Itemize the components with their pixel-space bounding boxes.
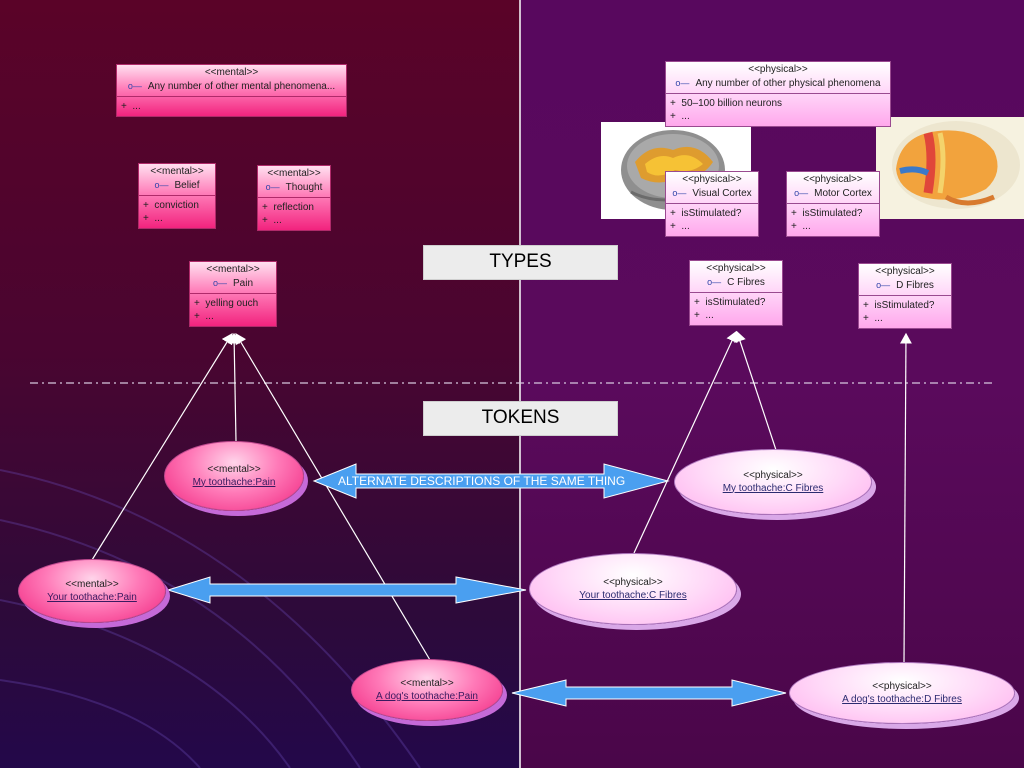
class-thought[interactable]: <<mental>> o—Thought reflection...	[257, 165, 331, 231]
token-dog-toothache-pain[interactable]: <<mental>> A dog's toothache:Pain	[351, 659, 503, 721]
interface-lollipop-icon: o—	[127, 81, 142, 91]
token-my-toothache-pain[interactable]: <<mental>> My toothache:Pain	[164, 441, 304, 511]
token-your-toothache-pain[interactable]: <<mental>> Your toothache:Pain	[18, 559, 166, 623]
token-my-toothache-c-fibres[interactable]: <<physical>> My toothache:C Fibres	[674, 449, 872, 515]
alternate-arrow-2	[166, 576, 527, 604]
interface-lollipop-icon: o—	[794, 188, 809, 198]
class-pain[interactable]: <<mental>> o—Pain yelling ouch...	[189, 261, 277, 327]
brain-lobes-image	[876, 117, 1024, 219]
interface-lollipop-icon: o—	[672, 188, 687, 198]
class-d-fibres[interactable]: <<physical>> o—D Fibres isStimulated?...	[858, 263, 952, 329]
types-label: TYPES	[423, 245, 618, 280]
interface-lollipop-icon: o—	[212, 278, 227, 288]
tokens-label: TOKENS	[423, 401, 618, 436]
interface-lollipop-icon: o—	[154, 180, 169, 190]
class-visual-cortex[interactable]: <<physical>> o—Visual Cortex isStimulate…	[665, 171, 759, 237]
interface-lollipop-icon: o—	[265, 182, 280, 192]
class-c-fibres[interactable]: <<physical>> o—C Fibres isStimulated?...	[689, 260, 783, 326]
class-motor-cortex[interactable]: <<physical>> o—Motor Cortex isStimulated…	[786, 171, 880, 237]
interface-lollipop-icon: o—	[675, 78, 690, 88]
token-dog-toothache-d-fibres[interactable]: <<physical>> A dog's toothache:D Fibres	[789, 662, 1015, 724]
class-physical-other[interactable]: <<physical>> o—Any number of other physi…	[665, 61, 891, 127]
alternate-arrow-1	[312, 463, 670, 499]
interface-lollipop-icon: o—	[876, 280, 891, 290]
class-mental-other[interactable]: <<mental>> o—Any number of other mental …	[116, 64, 347, 117]
mental-side-background	[0, 0, 520, 768]
center-divider	[519, 0, 521, 768]
interface-lollipop-icon: o—	[707, 277, 722, 287]
token-your-toothache-c-fibres[interactable]: <<physical>> Your toothache:C Fibres	[529, 553, 737, 625]
alternate-descriptions-label: ALTERNATE DESCRIPTIONS OF THE SAME THING	[338, 474, 626, 488]
class-belief[interactable]: <<mental>> o—Belief conviction...	[138, 163, 216, 229]
alternate-arrow-3	[511, 679, 787, 707]
